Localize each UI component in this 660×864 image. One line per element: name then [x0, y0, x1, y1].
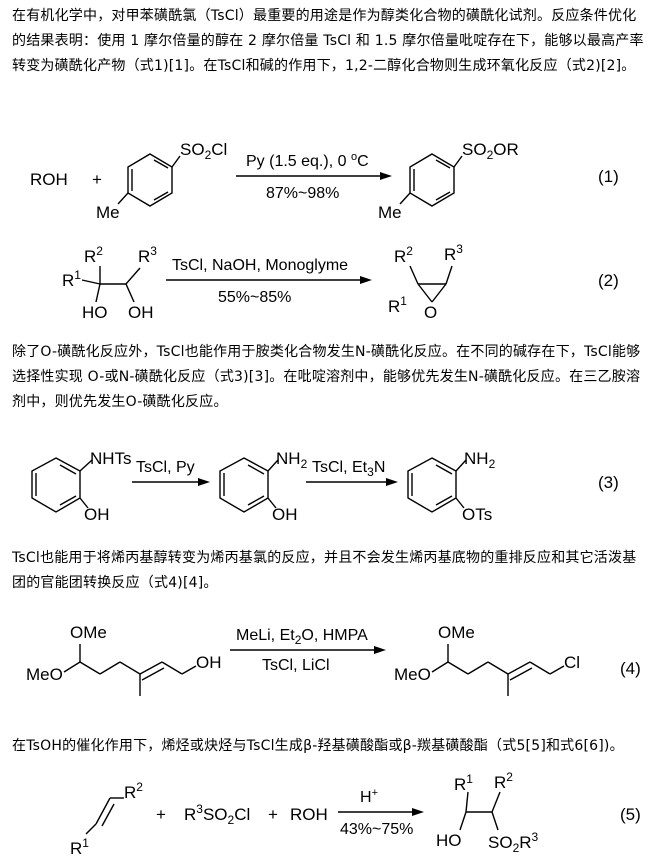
scheme1-roh: ROH [30, 170, 68, 189]
scheme3-conditions-2: TsCl, Et3N [312, 459, 385, 479]
equation-number-1: (1) [598, 167, 619, 186]
scheme5-r2: R2 [124, 780, 143, 802]
scheme5-product-r1: R1 [454, 772, 473, 794]
scheme2-product-r2: R2 [394, 244, 413, 266]
reaction-scheme-2: R2 R3 R1 HO OH TsCl, NaOH, Monoglyme 55%… [0, 236, 660, 324]
scheme1-product-me: Me [378, 203, 402, 222]
equation-number-3: (3) [598, 473, 619, 492]
scheme2-r1: R1 [62, 268, 81, 290]
alkene-skeleton [85, 797, 124, 835]
reaction-scheme-4: OMe MeO OH MeLi, Et2O, HMPA TsCl, LiCl O… [0, 618, 660, 710]
scheme5-plus-1: + [156, 805, 166, 824]
tosylate-ring [407, 457, 467, 513]
scheme1-so2or: SO2OR [462, 140, 519, 162]
scheme2-oh: OH [128, 303, 154, 322]
scheme3-nh2-1: NH2 [276, 449, 308, 471]
scheme3-oh-2: OH [272, 505, 298, 524]
tscl-benzene-ring [117, 153, 181, 207]
scheme1-me: Me [96, 203, 120, 222]
scheme5-r1: R1 [70, 836, 89, 858]
scheme4-product-meo: MeO [394, 665, 431, 684]
scheme4-product-ome: OMe [438, 623, 475, 642]
scheme2-r3: R3 [138, 244, 157, 266]
aminophenol-ring-2 [219, 457, 279, 513]
equation-number-4: (4) [620, 659, 641, 678]
scheme1-conditions-top: Py (1.5 eq.), 0 oC [246, 151, 369, 170]
scheme3-ots: OTs [462, 505, 492, 524]
scheme4-meo: MeO [26, 665, 63, 684]
reaction-scheme-3: NHTs OH TsCl, Py NH2 OH TsCl, Et3N NH2 O… [0, 440, 660, 530]
scheme2-product-r1: R1 [388, 294, 407, 316]
scheme3-oh-1: OH [84, 505, 110, 524]
hydroxysulfone-skeleton [459, 791, 501, 831]
paragraph-tscl-alcohol-sulfonylation: 在有机化学中，对甲苯磺酰氯（TsCl）最重要的用途是作为醇类化合物的磺酰化试剂。… [12, 8, 644, 74]
scheme5-yield: 43%~75% [340, 821, 413, 838]
scheme4-conditions-top: MeLi, Et2O, HMPA [236, 627, 368, 647]
scheme5-product-so2r3: SO2R3 [488, 830, 539, 855]
reaction-scheme-1: ROH + SO2Cl Me Py (1.5 eq.), 0 oC 87%~98… [0, 138, 660, 228]
scheme5-product-ho: HO [436, 831, 462, 850]
equation-number-5: (5) [620, 805, 641, 824]
scheme4-oh: OH [196, 653, 222, 672]
reaction-scheme-5: R2 R1 + R3SO2Cl + ROH H+ 43%~75% R1 R2 H… [0, 768, 660, 864]
scheme2-product-r3: R3 [444, 242, 463, 264]
scheme5-conditions-top: H+ [360, 787, 378, 806]
scheme1-so2cl: SO2Cl [180, 140, 227, 162]
scheme5-product-r2: R2 [494, 770, 513, 792]
scheme1-yield: 87%~98% [266, 185, 339, 202]
scheme3-nh2-2: NH2 [464, 449, 496, 471]
scheme4-cl: Cl [564, 653, 580, 672]
paragraph-tsoh-catalysis: 在TsOH的催化作用下，烯烃或炔烃与TsCl生成β-羟基磺酸酯或β-羰基磺酸酯（… [12, 738, 624, 754]
aminophenol-ring-1 [31, 457, 93, 513]
scheme2-r2: R2 [84, 244, 103, 266]
scheme4-substrate-chain [63, 644, 197, 696]
scheme4-ome: OMe [70, 623, 107, 642]
epoxide-skeleton [409, 265, 453, 303]
scheme4-conditions-bottom: TsCl, LiCl [262, 657, 330, 674]
scheme5-plus-2: + [268, 805, 278, 824]
scheme2-yield: 55%~85% [218, 289, 291, 306]
diol-skeleton [81, 266, 141, 303]
product-benzene-ring [399, 153, 463, 207]
scheme2-ho: HO [82, 303, 108, 322]
paragraph-allyl-chloride: TsCl也能用于将烯丙基醇转变为烯丙基氯的反应，并且不会发生烯丙基底物的重排反应… [12, 550, 637, 591]
scheme4-product-chain [431, 644, 565, 696]
paragraph-n-sulfonylation: 除了O-磺酰化反应外，TsCl也能作用于胺类化合物发生N-磺酰化反应。在不同的碱… [12, 344, 641, 410]
scheme2-conditions-top: TsCl, NaOH, Monoglyme [172, 257, 348, 274]
scheme3-conditions-1: TsCl, Py [136, 459, 195, 476]
scheme5-sulfonyl-chloride: R3SO2Cl [184, 802, 250, 827]
equation-number-2: (2) [598, 271, 619, 290]
scheme5-roh: ROH [290, 805, 328, 824]
scheme1-plus: + [92, 170, 102, 189]
scheme2-epoxide-o: O [424, 303, 437, 322]
scheme3-nhts: NHTs [90, 449, 132, 468]
